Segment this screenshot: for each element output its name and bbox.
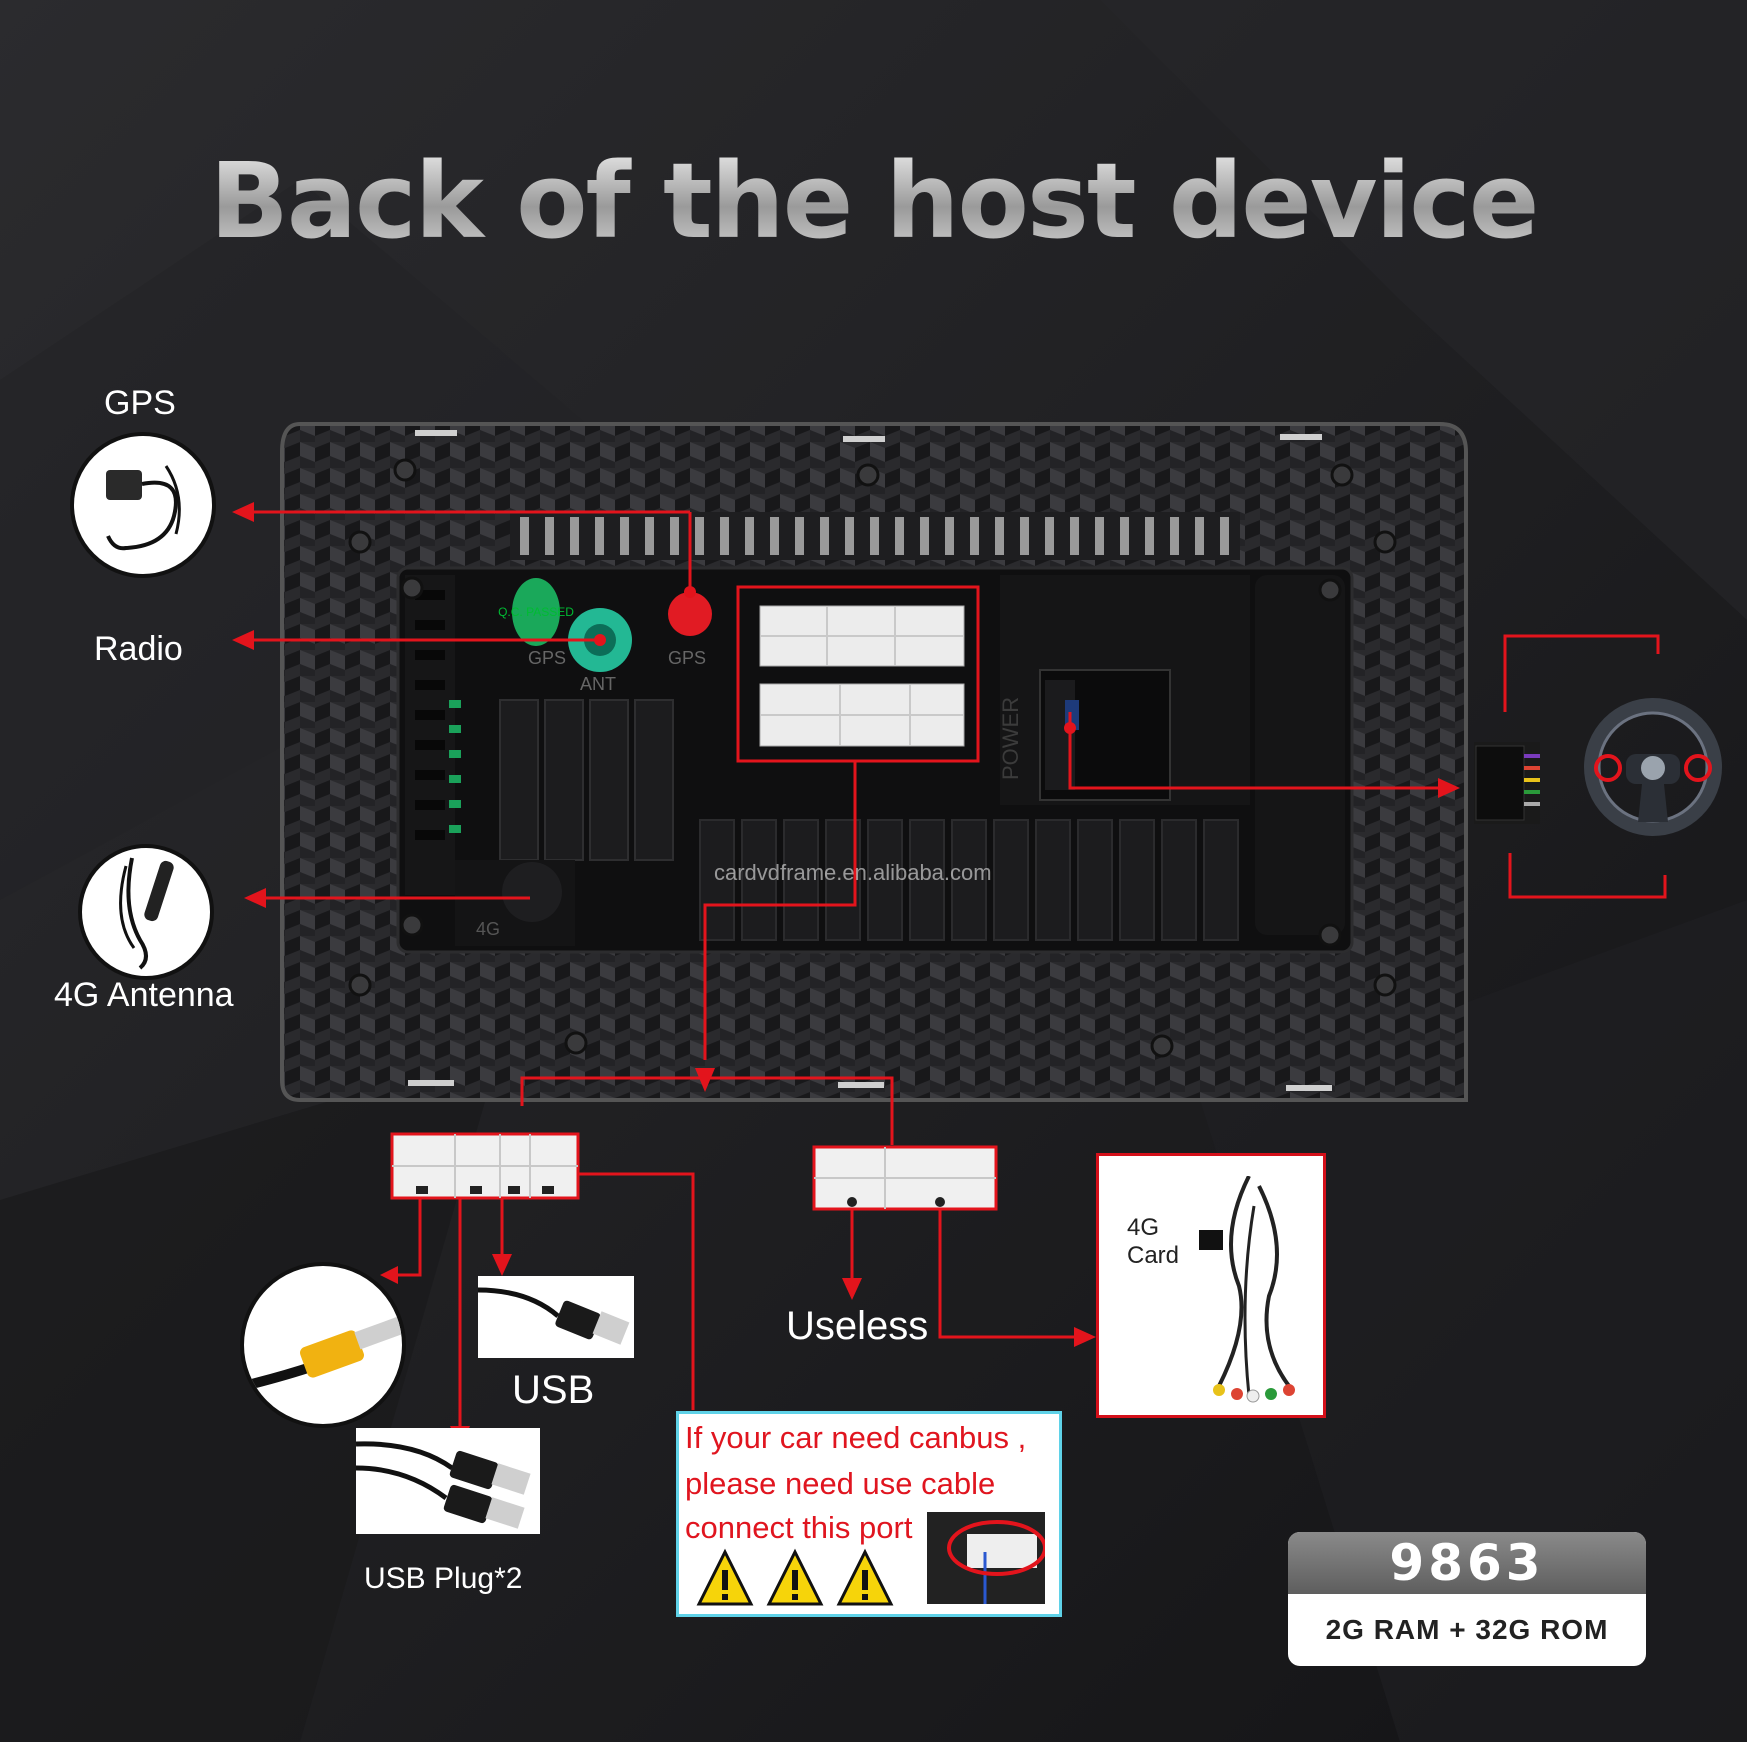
usb-image (478, 1276, 634, 1358)
dual-usb-cable-icon (356, 1441, 531, 1529)
rca-camera-plug-icon (244, 1316, 402, 1391)
radio-label: Radio (94, 630, 183, 668)
steering-plug-image (1474, 742, 1540, 824)
usb-plug-label: USB Plug*2 (364, 1562, 523, 1595)
4g-card-label-line1: 4G (1127, 1214, 1160, 1241)
4g-card-label-line2: Card (1127, 1242, 1180, 1269)
gps-port-label-1: GPS (528, 648, 566, 668)
canbus-note-line3: connect this port (685, 1510, 913, 1545)
model-number: 9863 (1288, 1532, 1646, 1594)
rca-camera-image (240, 1262, 406, 1428)
usb-label: USB (512, 1368, 595, 1412)
4g-card-harness-image: 4G Card (1096, 1153, 1326, 1418)
power-port-label: POWER (998, 697, 1023, 780)
steering-wheel-icon (1584, 698, 1722, 836)
4g-port-label: 4G (476, 919, 500, 939)
ant-port-label: ANT (580, 674, 616, 694)
qc-sticker-text: Q.C. PASSED (498, 605, 574, 619)
qc-sticker (512, 578, 560, 646)
usb-plug-image (356, 1428, 540, 1534)
wire-plug-icon (1475, 745, 1540, 821)
4g-antenna-icon (119, 857, 174, 970)
canbus-note-line2: please need use cable (685, 1466, 996, 1501)
gps-port-label-2: GPS (668, 648, 706, 668)
4g-antenna-image (78, 844, 214, 980)
gps-antenna-icon (106, 465, 181, 551)
page-title: Back of the host device (0, 140, 1747, 262)
memory-spec: 2G RAM + 32G ROM (1325, 1614, 1609, 1645)
watermark-text: cardvdframe.en.alibaba.com (714, 860, 992, 885)
canbus-note: If your car need canbus , please need us… (676, 1411, 1062, 1617)
gps-label: GPS (104, 384, 176, 422)
warning-icons (696, 1548, 894, 1606)
canbus-note-line1: If your car need canbus , (685, 1420, 1027, 1455)
harness-cable-icon (1199, 1176, 1295, 1403)
spec-badge: 9863 2G RAM + 32G ROM (1288, 1532, 1646, 1666)
4g-antenna-label: 4G Antenna (54, 976, 234, 1014)
gps-antenna-image (70, 432, 216, 578)
useless-label: Useless (786, 1304, 929, 1348)
canbus-port-photo (927, 1512, 1047, 1604)
usb-cable-icon (478, 1287, 630, 1345)
